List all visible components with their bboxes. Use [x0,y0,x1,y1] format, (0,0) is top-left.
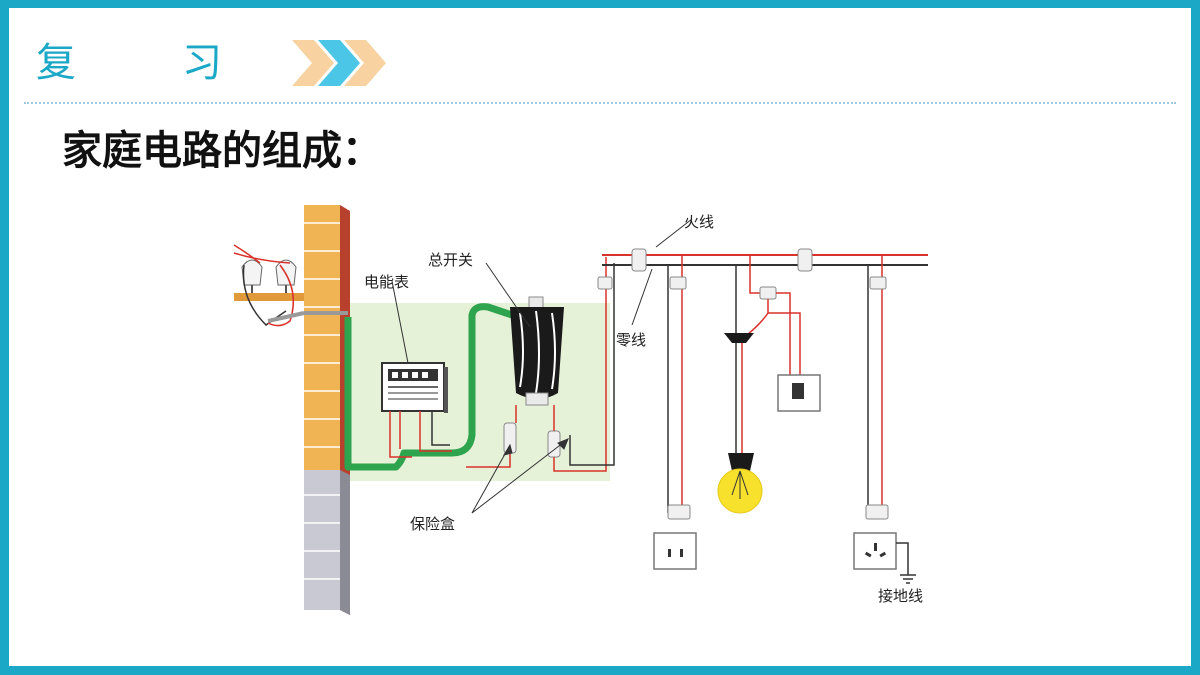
page-title: 家庭电路的组成： [62,128,382,174]
socket-left-branch [667,255,691,520]
energy-meter [381,362,448,413]
socket-right-branch [865,255,889,520]
main-switch [510,296,564,406]
wall [304,205,350,615]
wall-socket-two-pin [653,532,697,570]
ground-wire [344,303,514,471]
ground-symbol-icon [896,542,916,584]
wall-socket-three-pin [853,532,897,570]
insulator-bracket [233,244,348,327]
household-circuit-diagram: 火线 零线 总开关 电能表 保险盒 接地线 [233,205,928,615]
lamp-branch [724,255,801,457]
wall-light-switch [777,374,821,412]
label-live-wire: 火线 [684,213,714,231]
label-fuse-box: 保险盒 [410,515,455,533]
section-title-char-2: 习 [182,40,222,86]
label-energy-meter: 电能表 [364,273,409,291]
label-neutral-wire: 零线 [616,331,646,349]
light-bulb [717,453,763,514]
header-divider [24,102,1176,104]
section-title-char-1: 复 [36,40,76,86]
chevron-arrows-icon [292,40,386,86]
label-ground-wire: 接地线 [878,587,923,605]
label-main-switch: 总开关 [428,251,473,269]
